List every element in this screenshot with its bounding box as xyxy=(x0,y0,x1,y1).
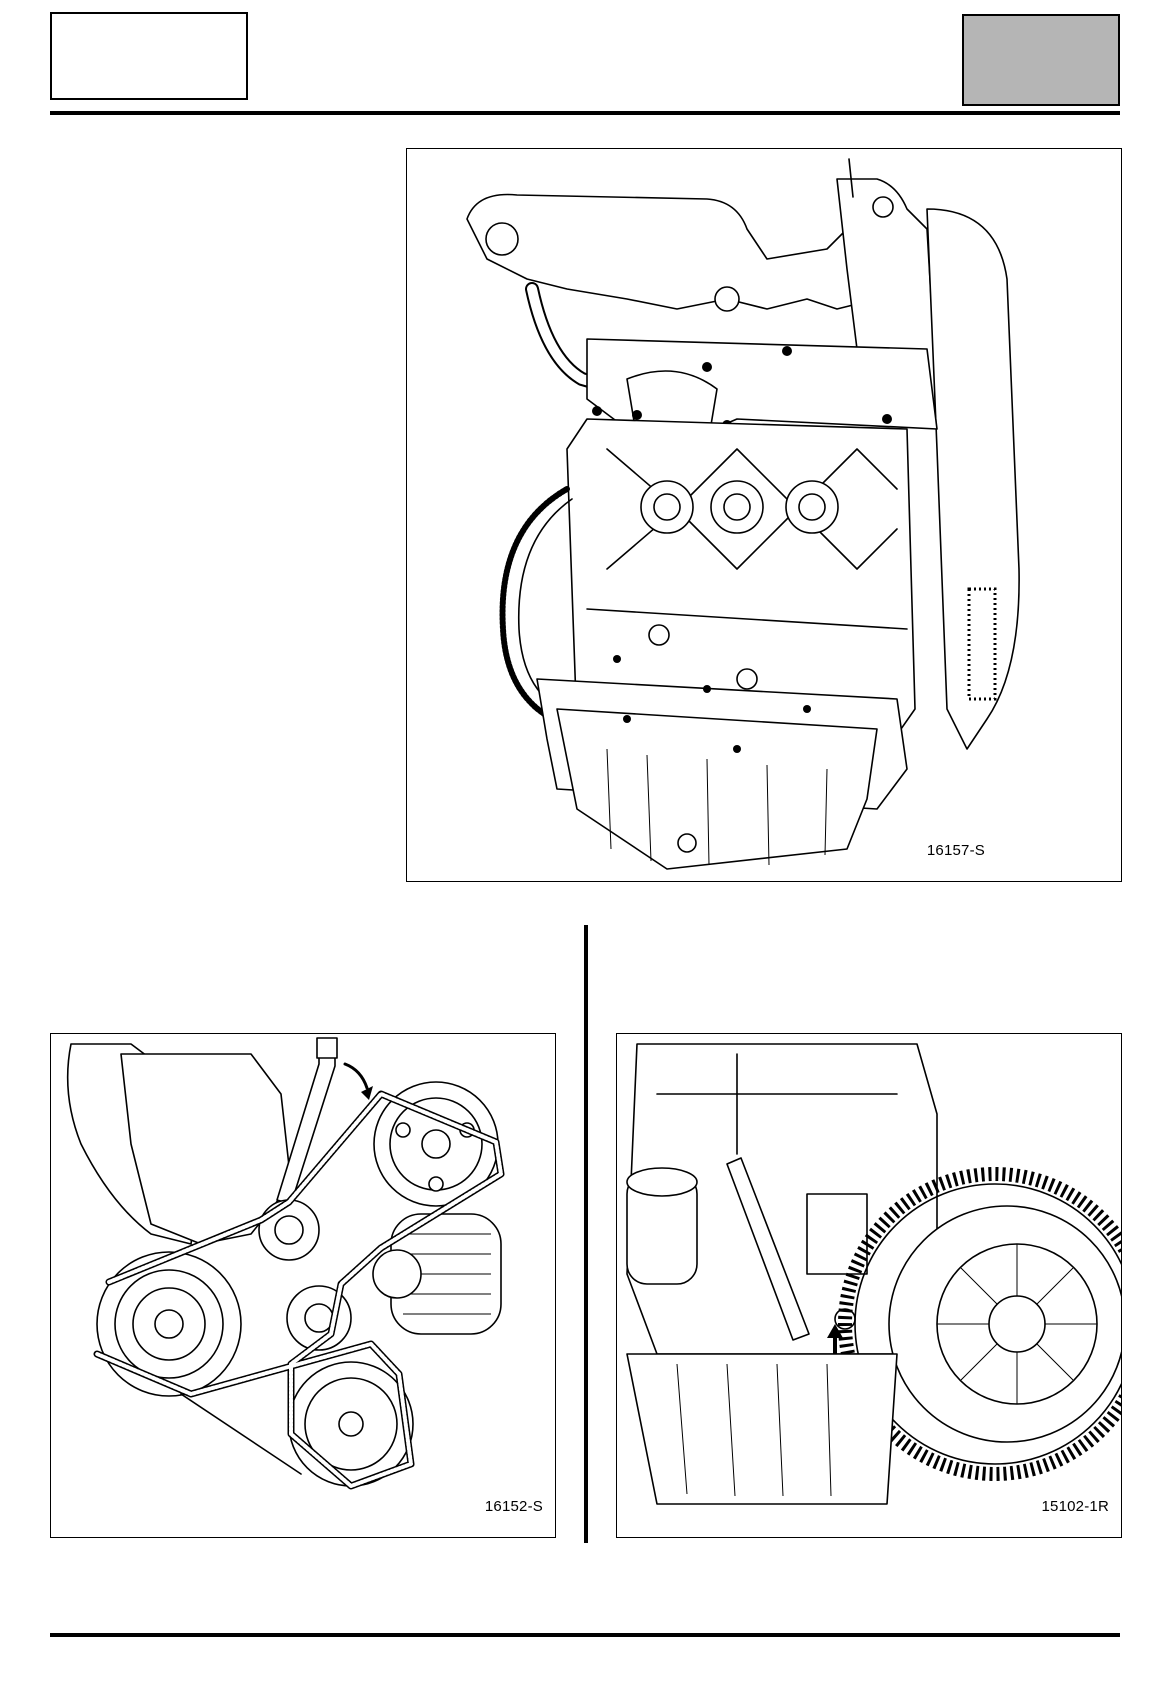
flywheel-clutch-illustration xyxy=(626,1043,1121,1505)
engine-block-illustration xyxy=(466,158,1020,870)
figure-label: 16157-S xyxy=(926,842,985,859)
figure-engine-overview: 16157-S xyxy=(406,148,1122,882)
figure-flywheel-clutch: 15102-1R xyxy=(616,1033,1122,1538)
figure-accessory-belt: 16152-S xyxy=(50,1033,556,1538)
header-left-box xyxy=(50,12,248,100)
column-divider xyxy=(584,925,588,1543)
header-rule xyxy=(50,111,1120,115)
footer-rule xyxy=(50,1633,1120,1637)
figure-label: 15102-1R xyxy=(1041,1498,1109,1515)
figure-label: 16152-S xyxy=(484,1498,543,1515)
accessory-belt-tensioner-illustration xyxy=(66,1037,505,1490)
header-right-box xyxy=(962,14,1120,106)
